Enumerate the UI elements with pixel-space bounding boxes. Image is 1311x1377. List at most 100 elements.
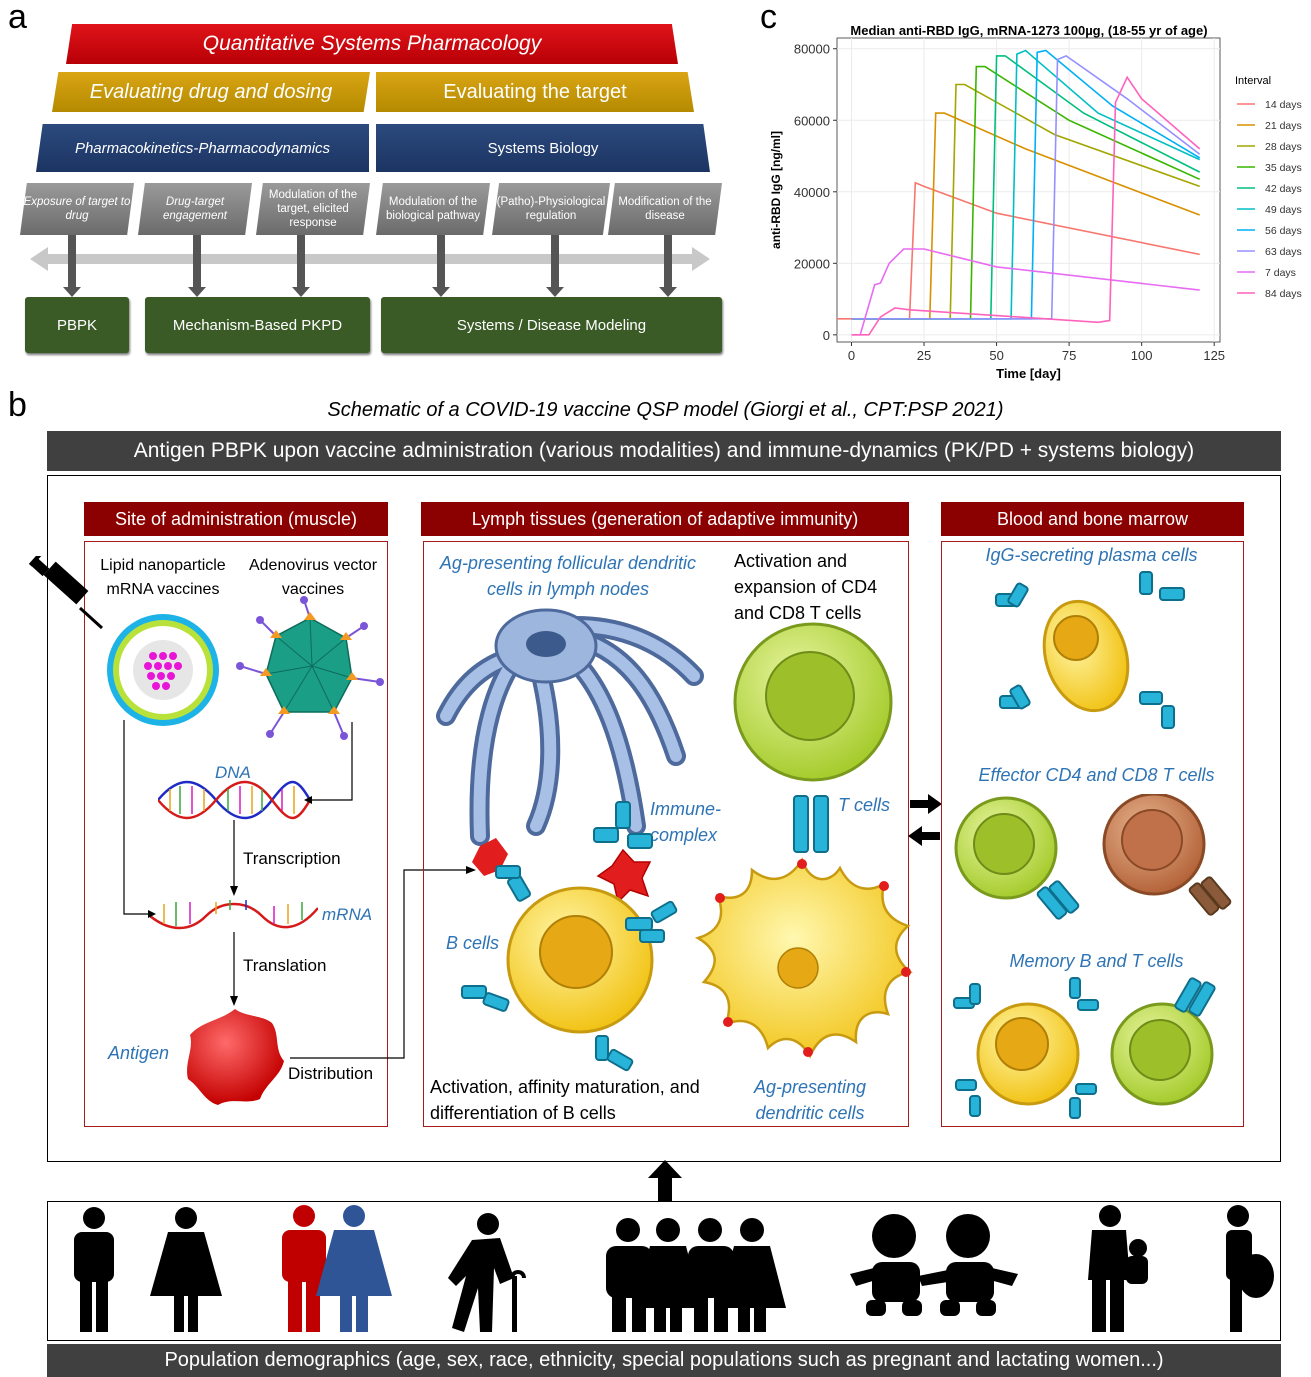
series-line-63-days bbox=[851, 54, 1201, 320]
dendritic-cell-icon bbox=[694, 857, 913, 1059]
effector-t-cells-icon bbox=[954, 794, 1232, 920]
grey-box-pathway: Modulation of the biological pathway bbox=[376, 183, 490, 235]
arrow-down-6 bbox=[659, 235, 677, 297]
antigen-icon bbox=[187, 1009, 284, 1105]
distribution-label: Distribution bbox=[288, 1064, 374, 1083]
legend-label: 56 days bbox=[1265, 225, 1302, 237]
legend-label: 14 days bbox=[1265, 99, 1302, 111]
y-tick-label: 60000 bbox=[794, 113, 830, 128]
mrna-icon bbox=[150, 900, 318, 930]
y-tick-label: 40000 bbox=[794, 185, 830, 200]
follicular-dendritic-cell-icon bbox=[436, 608, 704, 846]
mbpkpd-box: Mechanism-Based PKPD bbox=[145, 297, 370, 353]
chart-title: Median anti-RBD IgG, mRNA-1273 100µg, (1… bbox=[850, 23, 1207, 38]
plasma-label: IgG-secreting plasma cells bbox=[985, 545, 1198, 565]
panel-a-letter: a bbox=[8, 0, 27, 36]
t-cell-icon bbox=[733, 622, 893, 853]
tcell-activation-label: Activation and expansion of CD4 and CD8 … bbox=[734, 551, 878, 623]
panel-b-subtitle: Schematic of a COVID-19 vaccine QSP mode… bbox=[327, 399, 1004, 421]
arrow-down-4 bbox=[432, 235, 450, 297]
x-tick-label: 100 bbox=[1131, 348, 1153, 363]
transcription-label: Transcription bbox=[243, 849, 341, 868]
translation-label: Translation bbox=[243, 956, 327, 975]
babies-icon bbox=[850, 1214, 1018, 1316]
x-tick-label: 50 bbox=[989, 348, 1003, 363]
lymph-box bbox=[423, 541, 909, 1127]
antigen-label: Antigen bbox=[108, 1043, 170, 1063]
adenovirus-icon bbox=[236, 596, 384, 740]
lnp-label: Lipid nanoparticle mRNA vaccines bbox=[100, 557, 226, 598]
couple-icon bbox=[282, 1205, 392, 1332]
igg-chart: Median anti-RBD IgG, mRNA-1273 100µg, (1… bbox=[769, 23, 1302, 381]
pbpk-box: PBPK bbox=[25, 297, 129, 353]
up-arrow-icon bbox=[648, 1160, 682, 1202]
y-tick-label: 20000 bbox=[794, 256, 830, 271]
site-header: Site of administration (muscle) bbox=[84, 502, 388, 536]
b-cell-icon bbox=[461, 838, 678, 1072]
b-cells-label: B cells bbox=[446, 933, 500, 953]
effector-label: Effector CD4 and CD8 T cells bbox=[978, 765, 1215, 785]
grey-box-disease: Modification of the disease bbox=[608, 183, 722, 235]
y-axis-label: anti-RBD IgG [ng/ml] bbox=[769, 131, 783, 249]
y-tick-label: 80000 bbox=[794, 42, 830, 57]
mrna-label: mRNA bbox=[322, 905, 373, 924]
lipid-nanoparticle-icon bbox=[107, 614, 219, 726]
adeno-label: Adenovirus vector vaccines bbox=[248, 557, 378, 598]
grey-box-exposure: Exposure of target to drug bbox=[20, 183, 134, 235]
pregnant-woman-icon bbox=[1226, 1205, 1274, 1332]
population-icons bbox=[74, 1205, 1274, 1332]
series-line-7-days bbox=[851, 248, 1200, 336]
pkpd-banner: Pharmacokinetics-Pharmacodynamics bbox=[36, 124, 369, 172]
legend-label: 49 days bbox=[1265, 204, 1302, 216]
grey-box-modulation-target: Modulation of the target, elicited respo… bbox=[256, 183, 370, 235]
systems-modeling-box: Systems / Disease Modeling bbox=[381, 297, 722, 353]
evaluating-drug-banner: Evaluating drug and dosing bbox=[52, 72, 370, 112]
arrow-down-3 bbox=[292, 235, 310, 297]
dna-label: DNA bbox=[215, 763, 251, 782]
evaluating-target-banner: Evaluating the target bbox=[376, 72, 694, 112]
site-arrows bbox=[123, 720, 476, 1059]
fdc-label: Ag-presenting follicular dendritic cells… bbox=[439, 553, 697, 599]
qsp-banner: Quantitative Systems Pharmacology bbox=[66, 24, 678, 64]
x-tick-label: 125 bbox=[1203, 348, 1225, 363]
legend-label: 63 days bbox=[1265, 246, 1302, 258]
population-frame bbox=[47, 1201, 1281, 1341]
plasma-cell-icon bbox=[995, 571, 1185, 729]
exchange-arrows-icon bbox=[908, 794, 942, 846]
mother-with-baby-icon bbox=[1088, 1205, 1148, 1332]
blood-box bbox=[941, 541, 1244, 1127]
x-tick-label: 25 bbox=[917, 348, 931, 363]
grey-box-engagement: Drug-target engagement bbox=[138, 183, 252, 235]
x-tick-label: 0 bbox=[848, 348, 855, 363]
arrow-down-5 bbox=[546, 235, 564, 297]
arrow-down-2 bbox=[188, 235, 206, 297]
arrow-down-1 bbox=[63, 235, 81, 297]
legend-label: 21 days bbox=[1265, 120, 1302, 132]
x-tick-label: 75 bbox=[1062, 348, 1076, 363]
syringe-icon bbox=[28, 556, 104, 630]
panel-c-letter: c bbox=[760, 0, 777, 36]
plot-area bbox=[836, 37, 1221, 343]
antigen-pbpk-banner: Antigen PBPK upon vaccine administration… bbox=[47, 431, 1281, 471]
memory-cells-icon bbox=[953, 977, 1216, 1119]
x-axis-label: Time [day] bbox=[996, 366, 1061, 381]
b-activation-label: Activation, affinity maturation, and dif… bbox=[430, 1077, 700, 1123]
panel-b-letter: b bbox=[8, 386, 27, 424]
memory-label: Memory B and T cells bbox=[1009, 951, 1184, 971]
systems-biology-banner: Systems Biology bbox=[376, 124, 710, 172]
legend-label: 28 days bbox=[1265, 141, 1302, 153]
immune-complex-icon bbox=[593, 801, 653, 904]
group-icon bbox=[606, 1218, 786, 1332]
woman-icon bbox=[150, 1207, 222, 1332]
population-banner: Population demographics (age, sex, race,… bbox=[47, 1344, 1281, 1377]
site-box bbox=[84, 541, 388, 1127]
immune-complex-label: Immune-complex bbox=[650, 799, 722, 845]
apc-label: Ag-presenting dendritic cells bbox=[753, 1077, 867, 1123]
legend-label: 84 days bbox=[1265, 288, 1302, 300]
t-cells-label: T cells bbox=[838, 795, 891, 815]
elderly-icon bbox=[448, 1213, 526, 1332]
legend-title: Interval bbox=[1235, 75, 1271, 87]
grey-box-regulation: (Patho)-Physiological regulation bbox=[492, 183, 610, 235]
man-icon bbox=[74, 1207, 114, 1332]
blood-header: Blood and bone marrow bbox=[941, 502, 1244, 536]
